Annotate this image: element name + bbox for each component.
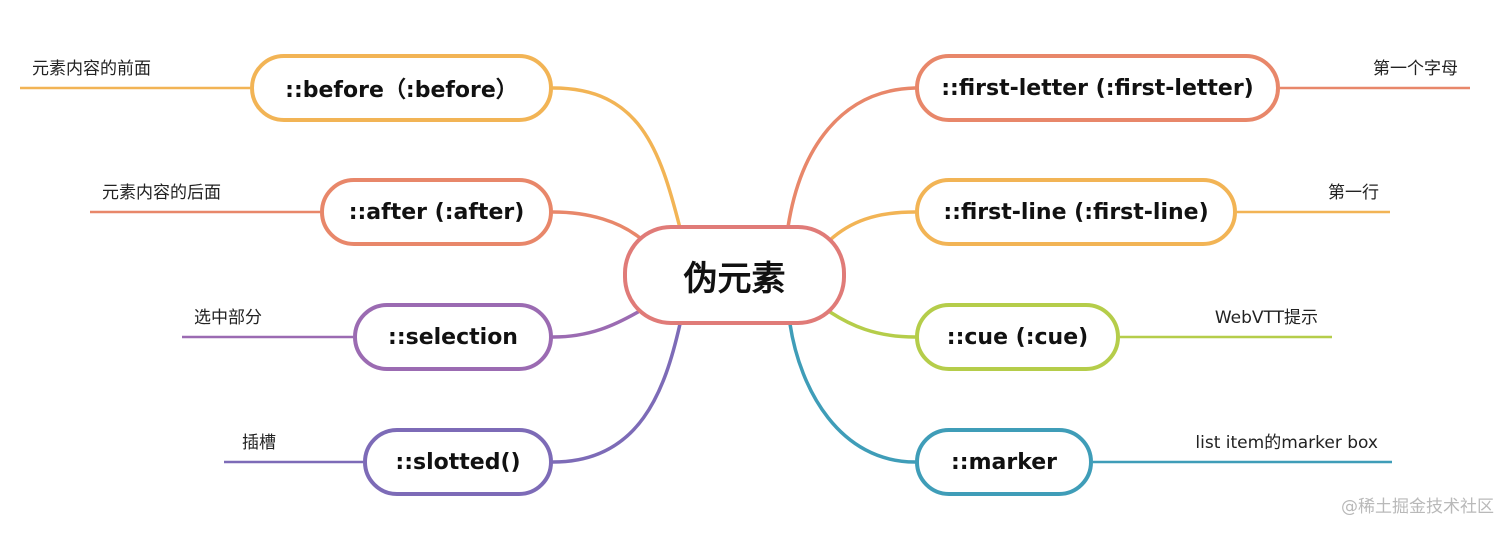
left-branch-label-0: ::before（:before）: [285, 78, 518, 103]
right-branch-note-0: 第一个字母: [1373, 59, 1458, 79]
left-branch-node-2: ::selection: [353, 303, 553, 371]
right-branch-label-1: ::first-line (:first-line): [943, 199, 1209, 225]
left-branch-node-0: ::before（:before）: [250, 54, 553, 122]
right-branch-label-2: ::cue (:cue): [946, 324, 1089, 350]
left-branch-label-3: ::slotted(): [395, 449, 521, 475]
left-connector-0: [551, 86, 682, 230]
right-branch-note-2: WebVTT提示: [1214, 308, 1318, 328]
right-branch-label-3: ::marker: [950, 449, 1058, 475]
watermark: @稀土掘金技术社区: [1341, 497, 1494, 517]
center-label: 伪元素: [683, 258, 786, 299]
right-branch-node-0: ::first-letter (:first-letter): [915, 54, 1280, 122]
left-branch-node-1: ::after (:after): [320, 178, 553, 246]
left-branch-note-3: 插槽: [242, 433, 276, 453]
right-connector-2: [828, 310, 917, 339]
right-branch-note-3: list item的marker box: [1195, 433, 1378, 453]
center-node: 伪元素: [623, 225, 846, 325]
left-branch-label-2: ::selection: [388, 324, 518, 350]
left-branch-note-0: 元素内容的前面: [32, 59, 151, 79]
right-connector-0: [786, 86, 917, 229]
left-branch-node-3: ::slotted(): [363, 428, 553, 496]
right-branch-node-2: ::cue (:cue): [915, 303, 1120, 371]
right-connector-3: [788, 322, 917, 464]
right-branch-node-3: ::marker: [915, 428, 1093, 496]
left-connector-2: [551, 310, 640, 339]
right-branch-note-1: 第一行: [1328, 183, 1379, 203]
right-branch-label-0: ::first-letter (:first-letter): [941, 75, 1254, 101]
right-branch-node-1: ::first-line (:first-line): [915, 178, 1237, 246]
right-connector-1: [828, 210, 917, 242]
left-branch-note-2: 选中部分: [194, 308, 262, 328]
left-connector-3: [551, 322, 682, 464]
left-connector-1: [551, 210, 642, 240]
left-branch-label-1: ::after (:after): [348, 199, 525, 225]
left-branch-note-1: 元素内容的后面: [102, 183, 221, 203]
